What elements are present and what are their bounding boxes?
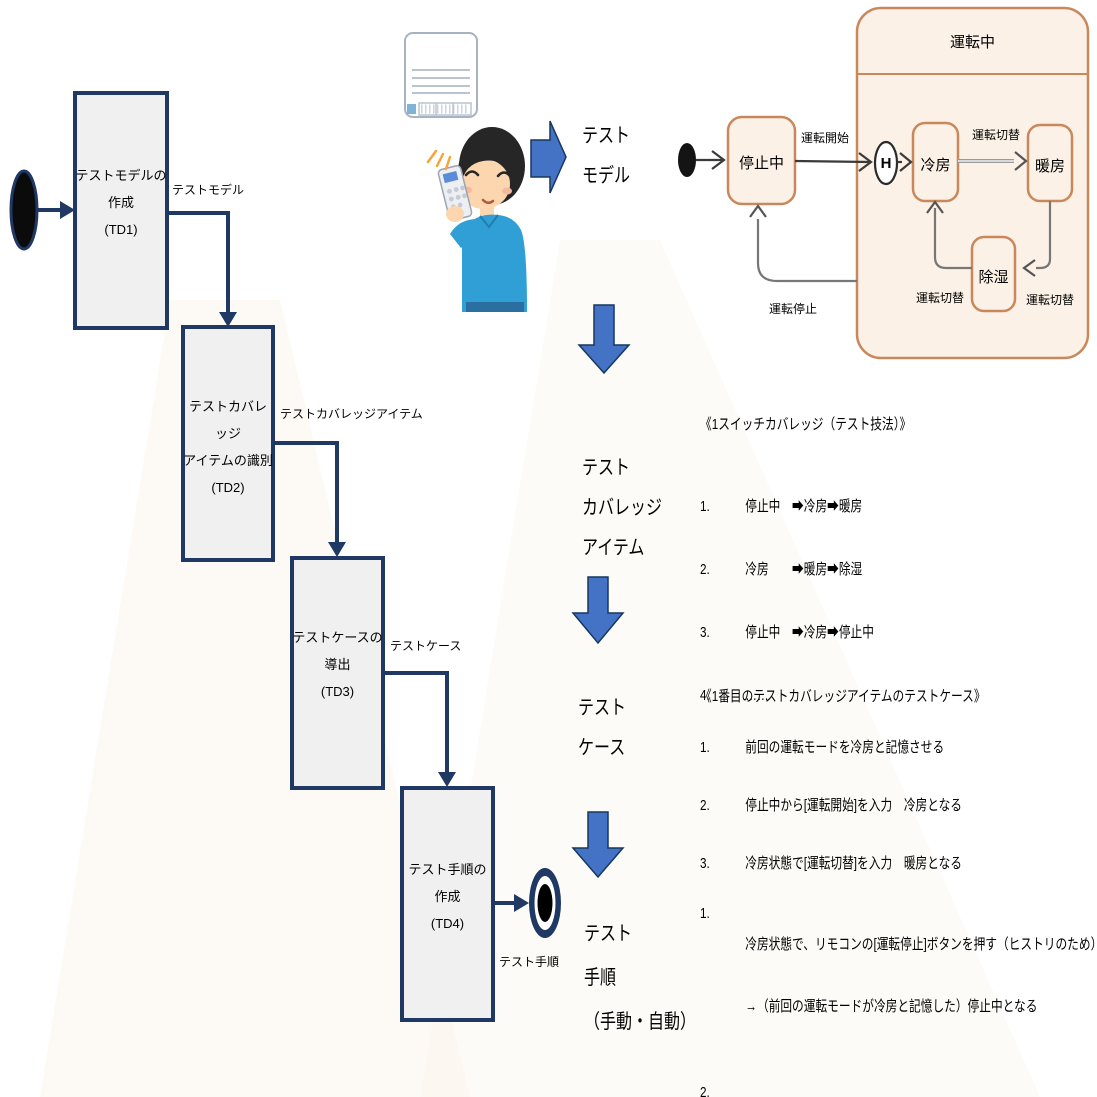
testcase-item: 1. 前回の運転モードを冷房と記憶させる xyxy=(700,738,1090,758)
state-label-heating: 暖房 xyxy=(1034,158,1065,175)
stage-label-test-case: テスト ケース xyxy=(578,697,626,759)
testcase-list: 1. 前回の運転モードを冷房と記憶させる 2. 停止中から[運転開始]を入力 冷房と… xyxy=(700,718,1090,912)
item-number: 3. xyxy=(700,624,710,641)
item-text: 前回の運転モードを冷房と記憶させる xyxy=(745,739,945,756)
item-number: 1. xyxy=(700,739,710,756)
transition-label-stop: 運転停止 xyxy=(769,302,818,316)
state-stopped xyxy=(726,115,797,206)
item-number: 1. xyxy=(700,498,710,515)
stage-arrow-right-icon xyxy=(530,120,567,194)
stage-arrows xyxy=(530,120,631,879)
procedure-item: 1. 冷房状態で、リモコンの[運転停止]ボタンを押す（ヒストリのため） →（前回… xyxy=(700,898,1097,1053)
item-text: 停止中 ➡冷房➡暖房 xyxy=(745,498,863,515)
state-transitions-gray xyxy=(749,151,1052,283)
stage-arrow-down-1-icon xyxy=(577,304,631,375)
history-node-label: H xyxy=(880,155,892,172)
item-number: 1. xyxy=(700,905,710,922)
stage-label-coverage-item: テスト カバレッジ アイテム xyxy=(582,457,662,559)
arrowhead xyxy=(438,772,456,787)
item-text: 停止中から[運転開始]を入力 冷房となる xyxy=(745,797,962,814)
flow-connector-td3-td4 xyxy=(383,671,449,772)
testcase-item: 2. 停止中から[運転開始]を入力 冷房となる xyxy=(700,796,1090,816)
flow-end-node xyxy=(529,868,561,938)
flow-connector-td1-td2 xyxy=(167,211,230,312)
remote-control-icon xyxy=(437,165,473,221)
state-label-cooling: 冷房 xyxy=(920,157,951,174)
testcase-header: 《1番目のテストカバレッジアイテムのテストケース》 xyxy=(700,688,986,705)
coverage-header: 《1スイッチカバレッジ（テスト技法）》 xyxy=(700,416,912,433)
state-label-dehumidify: 除湿 xyxy=(978,269,1009,286)
state-composite-running xyxy=(855,6,1090,360)
procedure-list: 1. 冷房状態で、リモコンの[運転停止]ボタンを押す（ヒストリのため） →（前回… xyxy=(700,878,1097,1097)
stage-label-procedure: テスト 手順 （手動・自動） xyxy=(584,923,696,1033)
output-label-testcase: テストケース xyxy=(390,639,462,653)
air-conditioner-icon xyxy=(404,32,478,118)
transition-label-switch-top: 運転切替 xyxy=(972,128,1021,142)
td1-box-label: テストモデルの 作成 (TD1) xyxy=(75,168,167,237)
state-dehumidify xyxy=(970,235,1017,313)
item-line: →（前回の運転モードが冷房と記憶した）停止中となる xyxy=(745,998,1038,1015)
testcase-item: 3. 冷房状態で[運転切替]を入力 暖房となる xyxy=(700,854,1090,874)
person-with-remote-icon xyxy=(426,127,527,312)
item-text: …… xyxy=(745,687,769,704)
state-label-stopped: 停止中 xyxy=(738,155,784,172)
item-text: 停止中 ➡冷房➡停止中 xyxy=(745,624,874,641)
flow-box-td1 xyxy=(73,91,169,330)
stage-arrow-down-3-icon xyxy=(571,811,625,879)
item-number: 2. xyxy=(700,1084,710,1097)
state-transitions-dark xyxy=(696,150,913,172)
output-label-testmodel: テストモデル xyxy=(172,183,245,197)
arrowhead xyxy=(60,201,75,219)
procedure-item: 2. リモコンの[運転開始]ボタンを押す →冷房状態になる xyxy=(700,1077,1097,1097)
td3-box-label: テストケースの 導出 (TD3) xyxy=(292,630,383,699)
stage-label-test-model: テスト モデル xyxy=(582,125,630,187)
transition-label-start: 運転開始 xyxy=(801,131,850,145)
td2-box-label: テストカバレッジ アイテムの識別 (TD2) xyxy=(183,399,273,495)
state-machine xyxy=(678,6,1090,360)
td4-box-label: テスト手順の 作成 (TD4) xyxy=(408,862,487,931)
item-number: 3. xyxy=(700,855,710,872)
item-number: 2. xyxy=(700,561,710,578)
item-lines: 冷房状態で、リモコンの[運転停止]ボタンを押す（ヒストリのため） →（前回の運転… xyxy=(745,898,1097,1053)
item-line: 冷房状態で、リモコンの[運転停止]ボタンを押す（ヒストリのため） xyxy=(745,936,1097,953)
stage-arrow-down-2-icon xyxy=(571,576,625,645)
background-beams xyxy=(40,240,1040,1097)
coverage-item: 3. 停止中 ➡冷房➡停止中 xyxy=(700,623,1090,643)
signal-lines-icon xyxy=(426,149,452,171)
item-text: 冷房状態で[運転切替]を入力 暖房となる xyxy=(745,855,962,872)
coverage-item: 1. 停止中 ➡冷房➡暖房 xyxy=(700,497,1090,517)
coverage-item: 4. …… xyxy=(700,686,1090,706)
output-label-coverageitem: テストカバレッジアイテム xyxy=(280,407,423,421)
flow-box-td3 xyxy=(290,556,385,790)
state-label-running: 運転中 xyxy=(949,34,995,51)
state-initial-node xyxy=(678,143,696,177)
flow-connector-td2-td3 xyxy=(273,441,339,542)
flow-start-node xyxy=(9,169,39,251)
arrowhead xyxy=(219,312,237,327)
coverage-item: 2. 冷房 ➡暖房➡除湿 xyxy=(700,560,1090,580)
arrowhead xyxy=(328,542,346,557)
arrowhead xyxy=(514,894,529,912)
item-lines: リモコンの[運転開始]ボタンを押す →冷房状態になる xyxy=(745,1077,1097,1097)
coverage-list: 1. 停止中 ➡冷房➡暖房 2. 冷房 ➡暖房➡除湿 3. 停止中 ➡冷房➡停止中 4… xyxy=(700,477,1090,749)
output-label-procedure: テスト手順 xyxy=(499,955,560,969)
item-text: 冷房 ➡暖房➡除湿 xyxy=(745,561,863,578)
transition-label-switch-left: 運転切替 xyxy=(916,291,965,305)
item-number: 4. xyxy=(700,687,710,704)
item-number: 2. xyxy=(700,797,710,814)
aircon-user-illustration xyxy=(404,32,527,312)
flowchart xyxy=(9,91,561,1022)
transition-label-switch-right: 運転切替 xyxy=(1026,293,1075,307)
